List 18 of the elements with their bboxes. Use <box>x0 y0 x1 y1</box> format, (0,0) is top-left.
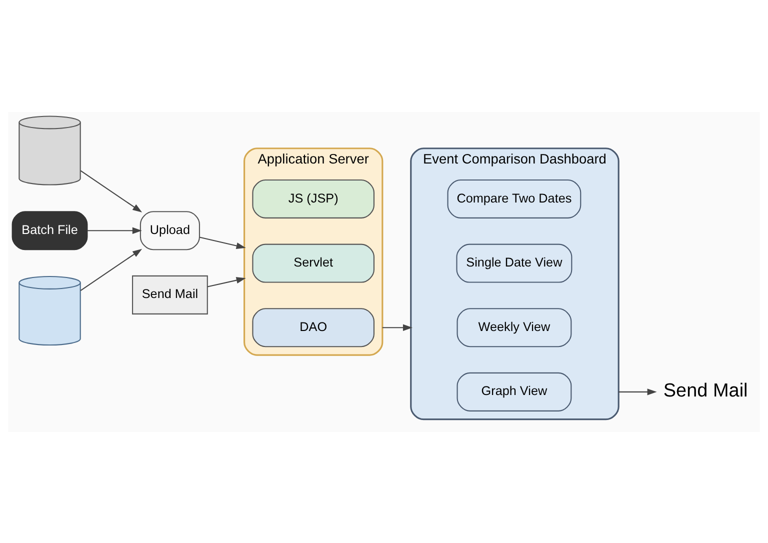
node-box: Graph View <box>456 372 572 411</box>
node-box: Send Mail <box>132 274 208 314</box>
arrow <box>207 276 246 287</box>
arrow <box>618 388 657 395</box>
node-box: Weekly View <box>456 308 572 347</box>
node-box: Compare Two Dates <box>447 178 582 218</box>
arrow <box>80 170 142 212</box>
node-text: Send Mail <box>663 380 748 402</box>
arrow <box>382 324 412 330</box>
arrow <box>200 236 246 249</box>
node-box: Upload <box>140 210 200 250</box>
node-box: Servlet <box>252 243 375 282</box>
arrow <box>87 226 142 234</box>
node-box: JS (JSP) <box>252 178 375 218</box>
node-box: Single Date View <box>456 243 572 282</box>
arrow <box>80 248 142 290</box>
node-box: Batch File <box>12 210 88 250</box>
node-box: DAO <box>252 308 375 347</box>
